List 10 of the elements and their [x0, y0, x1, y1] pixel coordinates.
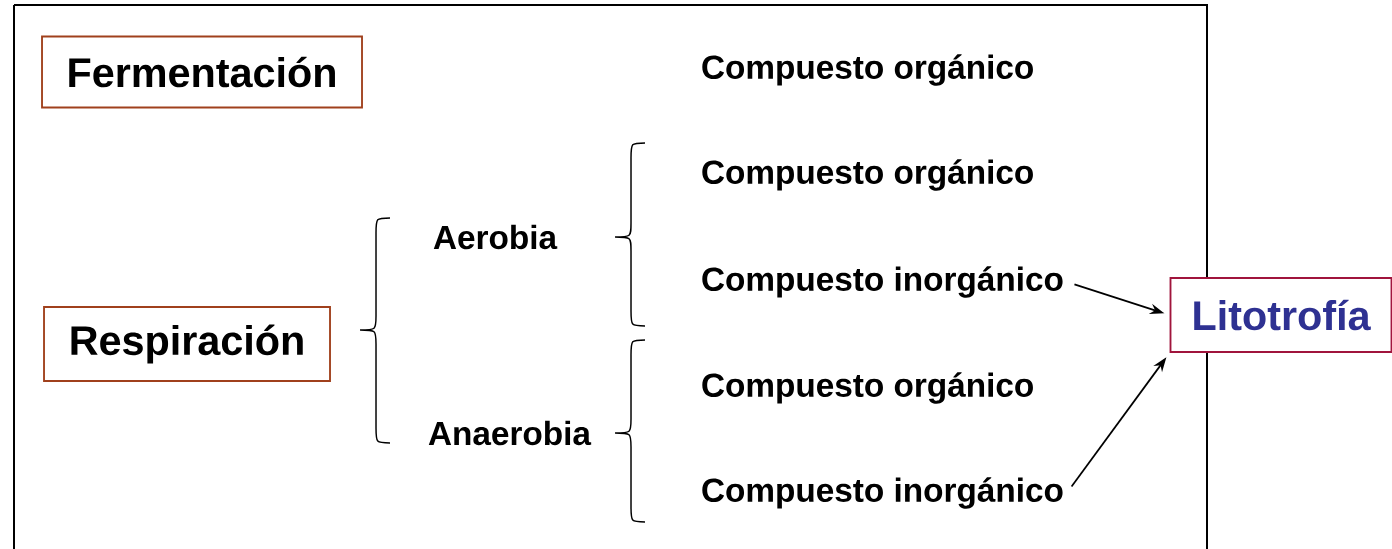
- term-text: Compuesto inorgánico: [702, 477, 1063, 509]
- label: Compuesto orgánico: [702, 372, 1033, 404]
- term-box: Fermentación: [41, 35, 363, 109]
- term-box: Litotrofía: [1169, 277, 1392, 353]
- term-box: Respiración: [43, 306, 331, 382]
- label: Compuesto orgánico: [702, 159, 1033, 191]
- term-text: Compuesto inorgánico: [702, 266, 1063, 298]
- label: Compuesto orgánico: [702, 54, 1033, 86]
- label: Aerobia: [433, 224, 558, 250]
- label: Anaerobia: [428, 420, 592, 446]
